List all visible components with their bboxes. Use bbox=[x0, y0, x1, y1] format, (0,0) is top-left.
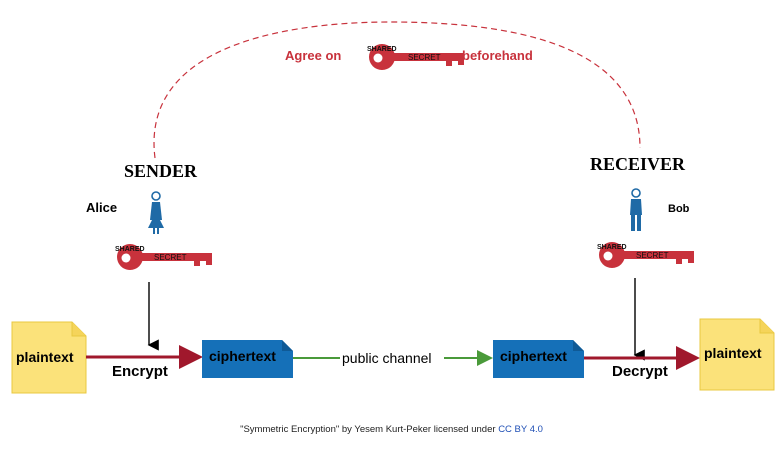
plaintext-left-label: plaintext bbox=[16, 349, 74, 365]
attribution-text: "Symmetric Encryption" by Yesem Kurt-Pek… bbox=[240, 424, 496, 435]
sender-key-top-label: SHARED bbox=[115, 246, 145, 253]
agreement-prefix-label: Agree on bbox=[285, 48, 341, 63]
sender-title: SENDER bbox=[124, 161, 198, 181]
ciphertext-right-document: ciphertext bbox=[493, 340, 584, 378]
alice-person-icon bbox=[147, 191, 165, 235]
receiver-key-blade-label: SECRET bbox=[636, 251, 669, 260]
attribution-caption: "Symmetric Encryption" by Yesem Kurt-Pek… bbox=[0, 424, 783, 435]
bob-person-icon bbox=[629, 188, 643, 232]
ciphertext-left-document: ciphertext bbox=[202, 340, 293, 378]
receiver-title: RECEIVER bbox=[590, 154, 686, 174]
ciphertext-left-label: ciphertext bbox=[209, 348, 276, 364]
agreement-arc bbox=[153, 21, 641, 159]
shared-secret-key-icon: SHARED SECRET bbox=[367, 44, 464, 70]
ciphertext-right-label: ciphertext bbox=[500, 348, 567, 364]
plaintext-left-document: plaintext bbox=[11, 321, 87, 394]
license-link[interactable]: CC BY 4.0 bbox=[498, 424, 543, 435]
encrypt-label: Encrypt bbox=[112, 363, 168, 380]
sender-name: Alice bbox=[86, 200, 117, 215]
receiver-key-icon: SHARED SECRET bbox=[597, 242, 694, 268]
plaintext-right-document: plaintext bbox=[699, 318, 775, 391]
key-blade-label: SECRET bbox=[408, 53, 441, 62]
sender-key-icon: SHARED SECRET bbox=[115, 244, 212, 270]
receiver-key-top-label: SHARED bbox=[597, 244, 627, 251]
sender-key-blade-label: SECRET bbox=[154, 253, 187, 262]
key-top-label: SHARED bbox=[367, 46, 397, 53]
public-channel-label: public channel bbox=[342, 350, 432, 366]
receiver-name: Bob bbox=[668, 203, 690, 215]
symmetric-encryption-diagram: Agree on SHARED SECRET beforehand SENDER… bbox=[11, 21, 775, 394]
decrypt-label: Decrypt bbox=[612, 363, 668, 380]
plaintext-right-label: plaintext bbox=[704, 345, 762, 361]
agreement-suffix-label: beforehand bbox=[462, 48, 533, 63]
